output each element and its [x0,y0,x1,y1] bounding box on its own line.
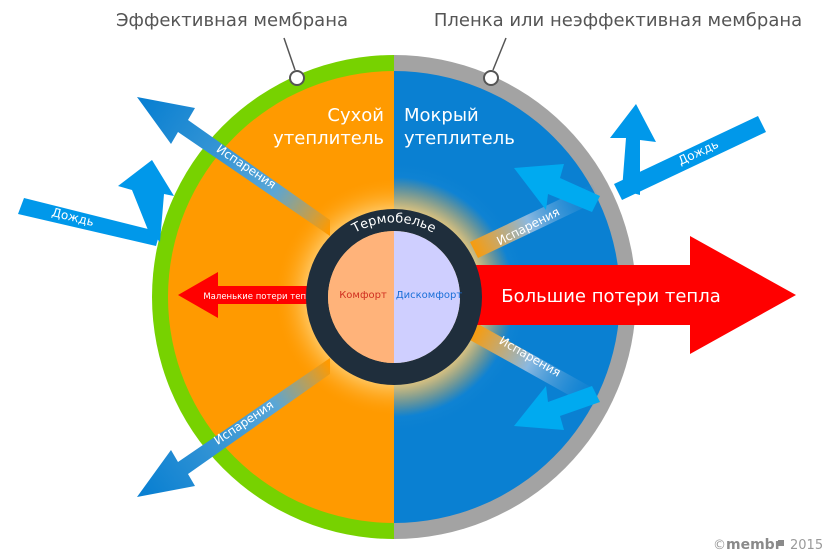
dry-label-line1: Сухой [327,105,384,126]
wet-label-line2: утеплитель [404,128,515,149]
rain-arrow-right: Дождь [610,104,766,200]
rain-arrow-left: Дождь [18,160,174,246]
footer-year: 2015 [790,538,823,553]
big-heat-loss-arrow: Большие потери тепла [474,236,796,354]
discomfort-label: Дискомфорт [396,290,463,301]
rain-arrow-inside-upper [514,164,600,212]
thermal-underwear-ring [306,209,482,385]
small-heat-loss-arrow: Маленькие потери тепла [178,272,317,318]
brand-logo: membr [726,537,782,553]
wet-label-line1: Мокрый [404,105,479,126]
rain-arrow-inside-lower [514,386,600,430]
copyright-sign: © [713,538,726,553]
knob-right [483,70,499,86]
brand-logo-mark [778,540,784,546]
caption-pointer-left [283,37,296,71]
discomfort-core [394,231,460,363]
dry-label-line2: утеплитель [273,128,384,149]
small-heat-loss-label: Маленькие потери тепла [203,292,316,302]
comfort-core [328,231,394,363]
caption-effective-membrane: Эффективная мембрана [116,10,348,31]
big-heat-loss-label: Большие потери тепла [501,286,721,307]
comfort-label: Комфорт [339,290,387,301]
caption-film-membrane: Пленка или неэффективная мембрана [434,10,802,31]
knob-left [289,70,305,86]
caption-pointer-right [492,37,507,71]
